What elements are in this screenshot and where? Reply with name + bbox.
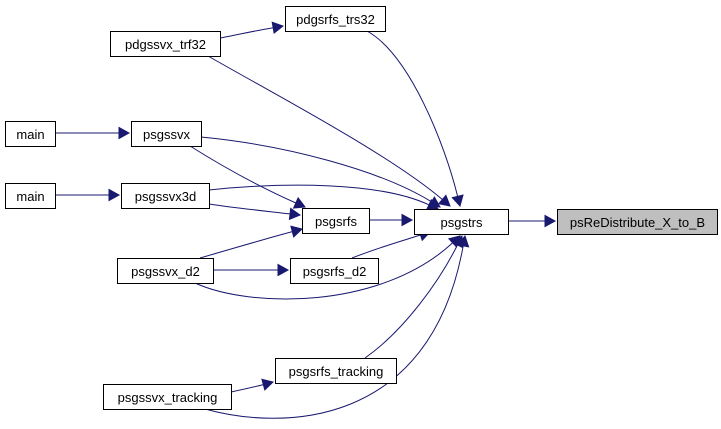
node-box[interactable] xyxy=(103,384,232,410)
node-main2[interactable]: main xyxy=(5,183,56,209)
node-label: psgssvx_tracking xyxy=(118,390,218,405)
edge-psgssvx_tracking-to-psgsrfs_tracking xyxy=(230,378,275,393)
node-psgstrs[interactable]: psgstrs xyxy=(414,209,509,235)
node-box[interactable] xyxy=(131,121,202,147)
node-main1[interactable]: main xyxy=(5,121,56,147)
node-box[interactable] xyxy=(557,209,718,235)
node-box[interactable] xyxy=(117,258,214,284)
edge-line xyxy=(189,145,297,204)
edge-main1-to-psgssvx xyxy=(55,126,131,140)
node-label: psgsrfs_tracking xyxy=(289,364,384,379)
node-label: psgsrfs_d2 xyxy=(303,264,367,279)
arrowhead-icon xyxy=(456,234,470,248)
edge-psgssvx-to-psgsrfs xyxy=(189,145,306,209)
edge-psgssvx_tracking-to-psgstrs xyxy=(204,234,470,419)
arrowhead-icon xyxy=(544,214,557,228)
node-box[interactable] xyxy=(121,183,210,209)
node-label: psgstrs xyxy=(441,215,483,230)
node-psgssvx[interactable]: psgssvx xyxy=(131,121,202,147)
edge-line xyxy=(364,244,458,359)
edge-line xyxy=(199,231,293,259)
edge-line xyxy=(207,55,443,200)
edge-line xyxy=(351,234,421,259)
node-box[interactable] xyxy=(5,121,56,147)
node-box[interactable] xyxy=(110,31,221,57)
node-box[interactable] xyxy=(302,208,370,234)
nodes-layer: psReDistribute_X_to_B psgstrs pdgsrfs_trs3… xyxy=(5,6,718,410)
node-box[interactable] xyxy=(290,258,379,284)
arrowhead-icon xyxy=(118,126,131,140)
edge-psgssvx_d2-to-psgsrfs xyxy=(199,225,304,259)
node-psReDistribute_X_to_B[interactable]: psReDistribute_X_to_B xyxy=(557,209,718,235)
node-psgsrfs[interactable]: psgsrfs xyxy=(302,208,370,234)
edge-line xyxy=(230,384,264,393)
edge-line xyxy=(204,245,464,419)
edge-psgsrfs_tracking-to-psgstrs xyxy=(364,235,463,359)
node-label: psReDistribute_X_to_B xyxy=(570,215,705,230)
node-psgsrfs_tracking[interactable]: psgsrfs_tracking xyxy=(275,358,397,384)
node-box[interactable] xyxy=(285,6,386,32)
node-psgsrfs_d2[interactable]: psgsrfs_d2 xyxy=(290,258,379,284)
edge-psgsrfs-to-psgstrs xyxy=(369,213,414,227)
node-psgssvx_d2[interactable]: psgssvx_d2 xyxy=(117,258,214,284)
edge-line xyxy=(194,242,454,300)
edge-pdgsrfs_trs32-to-psgstrs xyxy=(366,30,464,208)
edge-psgssvx3d-to-psgsrfs xyxy=(208,203,302,221)
node-label: main xyxy=(16,127,44,142)
node-label: psgssvx3d xyxy=(135,189,196,204)
edge-line xyxy=(208,203,291,215)
node-box[interactable] xyxy=(275,358,397,384)
node-box[interactable] xyxy=(414,209,509,235)
arrowhead-icon xyxy=(451,194,464,208)
edges-layer xyxy=(55,21,557,419)
edge-main2-to-psgssvx3d xyxy=(55,188,121,202)
arrowhead-icon xyxy=(271,21,285,35)
node-label: main xyxy=(16,189,44,204)
arrowhead-icon xyxy=(437,194,451,207)
edge-psgssvx3d-to-psgstrs xyxy=(208,184,439,211)
node-label: pdgssvx_trf32 xyxy=(125,37,206,52)
edge-line xyxy=(366,30,459,197)
node-label: psgsrfs xyxy=(315,214,357,229)
arrowhead-icon xyxy=(288,207,302,221)
node-label: psgssvx_d2 xyxy=(131,264,200,279)
node-pdgsrfs_trs32[interactable]: pdgsrfs_trs32 xyxy=(285,6,386,32)
arrowhead-icon xyxy=(261,378,275,391)
node-label: pdgsrfs_trs32 xyxy=(296,12,375,27)
arrowhead-icon xyxy=(290,225,304,238)
arrowhead-icon xyxy=(277,263,290,277)
edge-line xyxy=(219,27,274,39)
arrowhead-icon xyxy=(108,188,121,202)
node-label: psgssvx xyxy=(143,127,190,142)
edge-line xyxy=(208,184,430,206)
node-psgssvx_tracking[interactable]: psgssvx_tracking xyxy=(103,384,232,410)
edge-pdgssvx_trf32-to-psgstrs xyxy=(207,55,451,207)
edge-psgssvx_d2-to-psgsrfs_d2 xyxy=(213,263,290,277)
node-psgssvx3d[interactable]: psgssvx3d xyxy=(121,183,210,209)
arrowhead-icon xyxy=(401,213,414,227)
edge-line xyxy=(200,136,432,203)
arrowhead-icon xyxy=(292,196,306,209)
node-box[interactable] xyxy=(5,183,56,209)
node-pdgssvx_trf32[interactable]: pdgssvx_trf32 xyxy=(110,31,221,57)
edge-psgstrs-to-psReDistribute_X_to_B xyxy=(508,214,557,228)
edge-pdgssvx_trf32-to-pdgsrfs_trs32 xyxy=(219,21,285,39)
